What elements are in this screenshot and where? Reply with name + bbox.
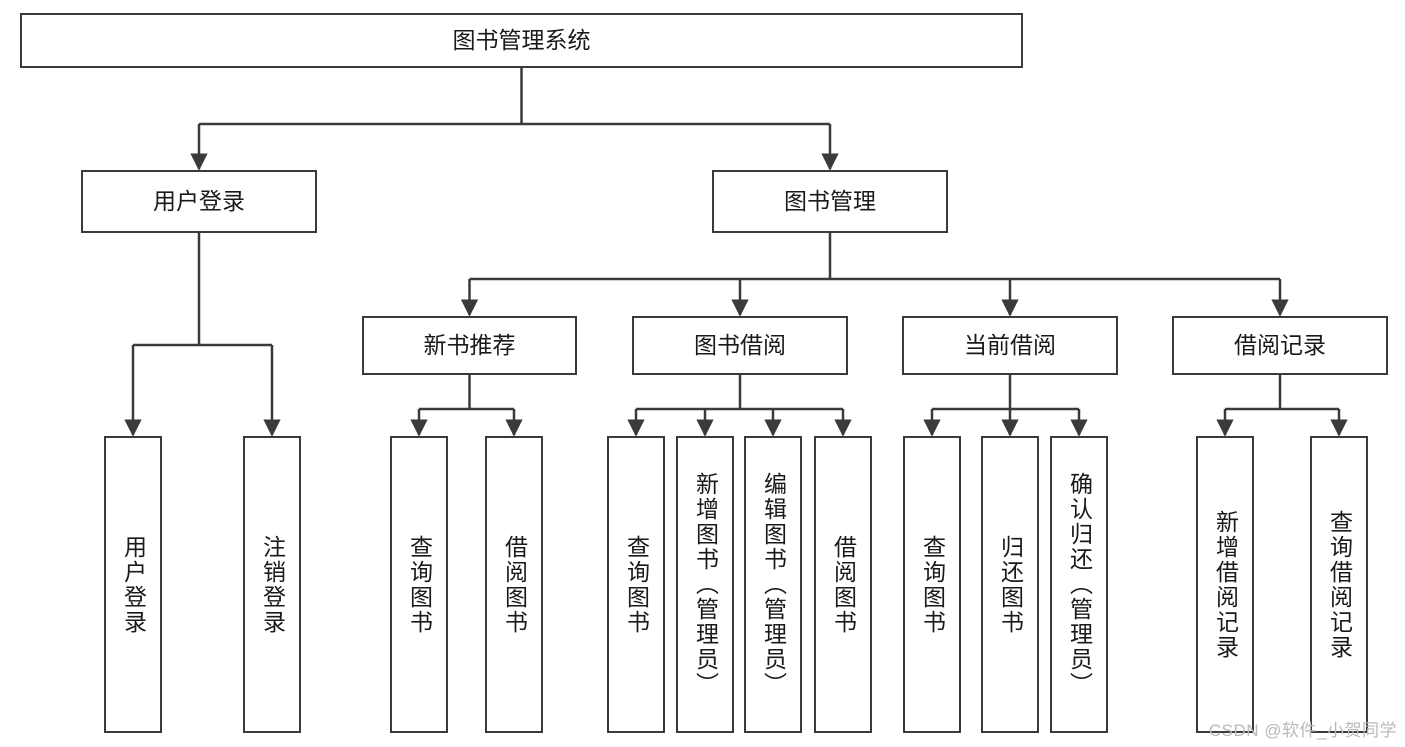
node-l3d[interactable]: 借阅记录: [1172, 316, 1388, 375]
node-label: 新增图书（管理员）: [692, 472, 719, 697]
node-label: 查询图书: [406, 534, 433, 635]
node-label: 查询图书: [623, 534, 650, 635]
node-leaf13[interactable]: 查询借阅记录: [1310, 436, 1368, 733]
node-leaf6[interactable]: 新增图书（管理员）: [676, 436, 734, 733]
node-label: 用户登录: [120, 534, 147, 635]
node-leaf2[interactable]: 注销登录: [243, 436, 301, 733]
node-label: 新书推荐: [423, 331, 516, 358]
node-leaf1[interactable]: 用户登录: [104, 436, 162, 733]
node-label: 确认归还（管理员）: [1066, 472, 1093, 697]
node-label: 图书管理: [784, 187, 876, 214]
watermark: CSDN @软件_小贺同学: [1208, 721, 1397, 740]
node-l3b[interactable]: 图书借阅: [632, 316, 848, 375]
node-label: 图书管理系统: [452, 26, 591, 53]
node-l3a[interactable]: 新书推荐: [362, 316, 577, 375]
node-leaf9[interactable]: 查询图书: [903, 436, 961, 733]
node-leaf11[interactable]: 确认归还（管理员）: [1050, 436, 1108, 733]
node-leaf10[interactable]: 归还图书: [981, 436, 1039, 733]
node-l2b[interactable]: 图书管理: [712, 170, 948, 233]
node-label: 查询图书: [919, 534, 946, 635]
node-label: 借阅图书: [501, 534, 528, 635]
node-label: 编辑图书（管理员）: [760, 472, 787, 697]
node-leaf12[interactable]: 新增借阅记录: [1196, 436, 1254, 733]
node-label: 借阅图书: [830, 534, 857, 635]
node-label: 新增借阅记录: [1212, 509, 1239, 660]
node-leaf8[interactable]: 借阅图书: [814, 436, 872, 733]
node-l2a[interactable]: 用户登录: [81, 170, 317, 233]
node-leaf7[interactable]: 编辑图书（管理员）: [744, 436, 802, 733]
node-label: 借阅记录: [1234, 331, 1326, 358]
node-leaf3[interactable]: 查询图书: [390, 436, 448, 733]
node-leaf5[interactable]: 查询图书: [607, 436, 665, 733]
node-label: 图书借阅: [694, 331, 786, 358]
node-label: 查询借阅记录: [1326, 509, 1353, 660]
node-l3c[interactable]: 当前借阅: [902, 316, 1118, 375]
node-root[interactable]: 图书管理系统: [20, 13, 1023, 68]
node-label: 归还图书: [997, 534, 1024, 635]
node-label: 用户登录: [153, 187, 245, 214]
node-label: 注销登录: [259, 534, 286, 635]
node-leaf4[interactable]: 借阅图书: [485, 436, 543, 733]
node-label: 当前借阅: [964, 331, 1056, 358]
